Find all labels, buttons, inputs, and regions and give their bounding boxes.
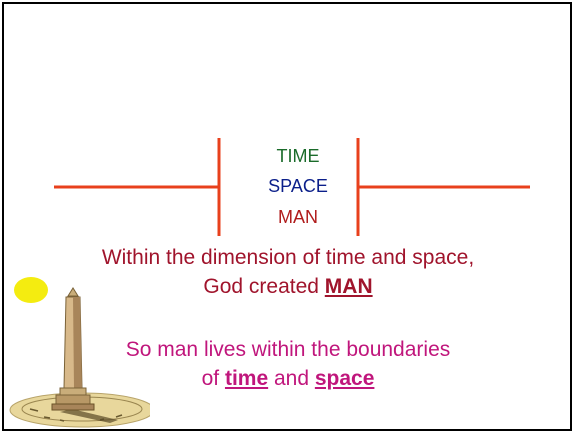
- word-space: SPACE: [258, 176, 338, 197]
- emphasis-time: time: [225, 367, 268, 390]
- sundial-illustration: [0, 270, 150, 430]
- word-man: MAN: [258, 207, 338, 228]
- statement-line-1: Within the dimension of time and space,: [0, 246, 576, 270]
- sun-icon: [14, 277, 48, 303]
- emphasis-man: MAN: [325, 275, 373, 298]
- emphasis-space: space: [315, 367, 375, 390]
- statement-line-2-prefix: God created: [203, 275, 324, 298]
- statement-line-4-prefix: of: [202, 367, 225, 390]
- statement-line-4-mid: and: [268, 367, 315, 390]
- word-time: TIME: [258, 146, 338, 167]
